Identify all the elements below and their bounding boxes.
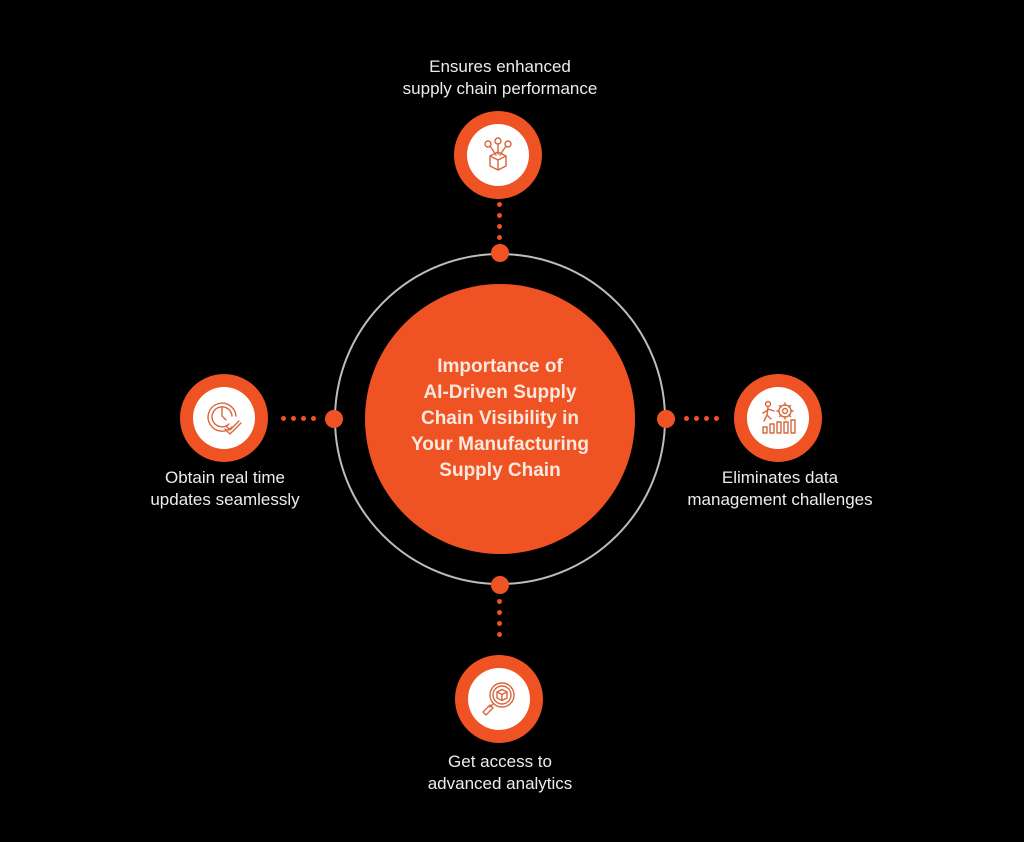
- label-line: supply chain performance: [402, 79, 598, 98]
- node-bottom: [455, 655, 543, 743]
- center-title-line: Your Manufacturing: [410, 434, 590, 455]
- network-box-icon: [484, 137, 512, 171]
- label-top: Ensures enhanced supply chain performanc…: [380, 56, 620, 100]
- label-left: Obtain real time updates seamlessly: [120, 467, 330, 511]
- node-left: [180, 374, 268, 462]
- center-title: Importance of AI-Driven Supply Chain Vis…: [385, 354, 615, 484]
- label-line: advanced analytics: [427, 774, 573, 793]
- magnifier-box-icon: [482, 682, 515, 716]
- ring-dot-right: [657, 410, 675, 428]
- label-line: Eliminates data: [721, 468, 839, 487]
- label-line: Get access to: [448, 752, 552, 771]
- center-title-line: Importance of: [437, 356, 563, 377]
- label-line: updates seamlessly: [150, 490, 300, 509]
- center-circle: Importance of AI-Driven Supply Chain Vis…: [365, 284, 635, 554]
- label-line: management challenges: [687, 490, 873, 509]
- label-bottom: Get access to advanced analytics: [380, 751, 620, 795]
- center-title-line: Supply Chain: [439, 460, 561, 481]
- node-top: [454, 111, 542, 199]
- center-title-line: AI-Driven Supply: [423, 382, 577, 403]
- ring-dot-left: [325, 410, 343, 428]
- ring-dot-top: [491, 244, 509, 262]
- label-right: Eliminates data management challenges: [660, 467, 900, 511]
- person-gear-chart-icon: [762, 400, 796, 434]
- label-line: Ensures enhanced: [429, 57, 571, 76]
- label-line: Obtain real time: [165, 468, 285, 487]
- ring-dot-bottom: [491, 576, 509, 594]
- node-right: [734, 374, 822, 462]
- center-title-line: Chain Visibility in: [420, 408, 579, 429]
- clock-check-icon: [207, 402, 242, 435]
